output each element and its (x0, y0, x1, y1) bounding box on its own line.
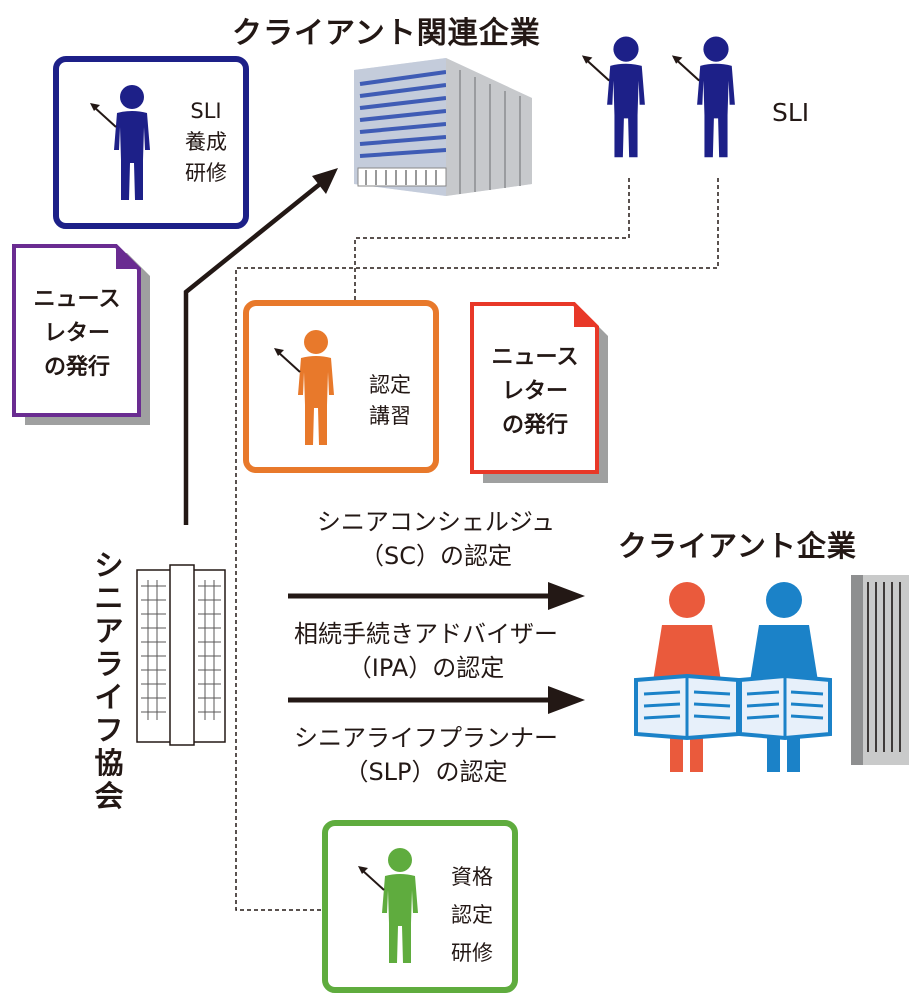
sli-label: SLI (772, 98, 810, 127)
client-company-title: クライアント企業 (618, 529, 857, 563)
newsletter-left-doc-icon (12, 244, 150, 425)
sli-to-qualification-line (235, 178, 719, 911)
newsletter-right-text: ニュース レター の発行 (491, 345, 579, 438)
association-name-vertical: シ ニ ア ラ イ フ 協 会 (94, 548, 124, 813)
related-arrowhead (312, 168, 338, 194)
certified-course-box (243, 300, 439, 473)
sli-person-icon-2 (670, 36, 735, 158)
sli-person-icon-1 (580, 36, 645, 158)
newsletter-left-text: ニュース レター の発行 (33, 287, 121, 380)
client-person-red-book-icon (634, 673, 740, 741)
certification-sc: シニアコンシェルジュ （SC）の認定 (316, 508, 556, 570)
certified-course-text: 認定 講習 (369, 373, 411, 428)
association-to-related-arrow (183, 182, 322, 525)
sli-training-box (53, 56, 249, 229)
client-person-blue-book-icon (738, 673, 832, 741)
client-related-company-title: クライアント関連企業 (232, 16, 541, 51)
certification-slp: シニアライフプランナー （SLP）の認定 (294, 724, 558, 786)
sli-to-course-line (354, 178, 630, 335)
qualification-training-text: 資格 認定 研修 (451, 865, 493, 965)
dotted-connectors (235, 178, 719, 911)
sli-training-text: SLI 養成 研修 (185, 99, 227, 185)
qualification-training-box (322, 820, 518, 993)
related-company-building-icon (354, 58, 532, 196)
association-building-icon (136, 564, 226, 746)
client-company-building-icon (851, 575, 909, 765)
newsletter-right-doc-icon (470, 302, 608, 483)
certification-ipa: 相続手続きアドバイザー （IPA）の認定 (294, 620, 558, 682)
cert-arrows (288, 593, 556, 703)
